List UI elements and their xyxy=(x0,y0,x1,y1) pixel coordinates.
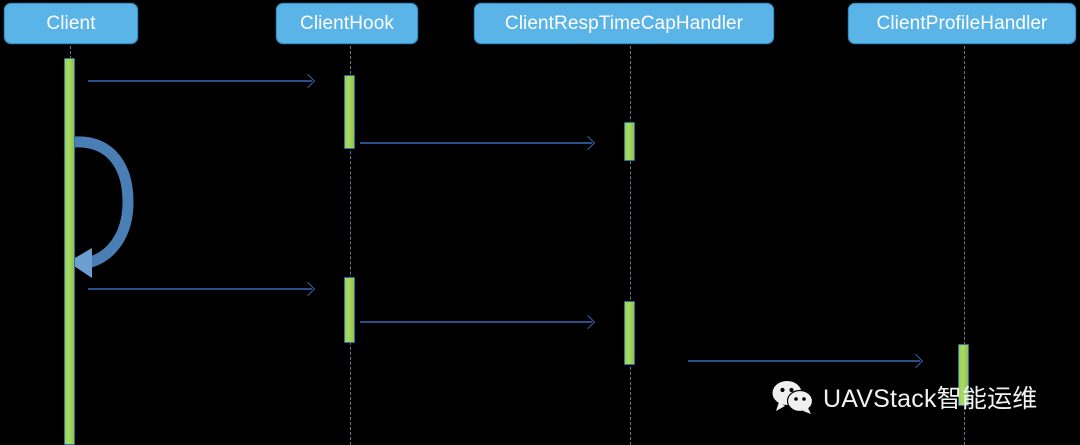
lifeline-client-hook xyxy=(350,41,351,445)
watermark-text: UAVStack智能运维 xyxy=(823,385,1038,413)
participant-client-profile-handler-label: ClientProfileHandler xyxy=(876,12,1048,34)
participant-client-hook-label: ClientHook xyxy=(300,12,394,34)
wechat-icon xyxy=(772,381,814,414)
message-client-to-client-hook-1 xyxy=(88,80,312,82)
participant-client-resp-time-cap-handler-label: ClientRespTimeCapHandler xyxy=(504,12,744,34)
activation-client-resp-time-cap-handler-2 xyxy=(624,301,635,365)
message-client-hook-to-client-resp-time-cap-handler-1 xyxy=(360,142,592,144)
message-client-resp-time-cap-handler-to-client-profile-handler xyxy=(688,360,920,362)
lifeline-client-profile-handler xyxy=(964,41,965,445)
activation-client-hook-2 xyxy=(344,277,355,343)
activation-client xyxy=(64,58,75,445)
participant-client-resp-time-cap-handler[interactable]: ClientRespTimeCapHandler xyxy=(474,3,774,44)
participant-client[interactable]: Client xyxy=(4,3,138,44)
activation-client-resp-time-cap-handler-1 xyxy=(624,122,635,161)
activation-client-profile-handler-1 xyxy=(958,344,969,406)
message-client-hook-to-client-resp-time-cap-handler-2 xyxy=(360,321,592,323)
participant-client-hook[interactable]: ClientHook xyxy=(276,3,418,44)
participant-client-label: Client xyxy=(46,12,96,34)
watermark: UAVStack智能运维 xyxy=(772,379,1037,415)
participant-client-profile-handler[interactable]: ClientProfileHandler xyxy=(848,3,1076,44)
lifeline-client-resp-time-cap-handler xyxy=(630,41,631,445)
activation-client-hook-1 xyxy=(344,75,355,149)
client-self-message-arrow xyxy=(68,136,134,278)
message-client-to-client-hook-2 xyxy=(88,288,312,290)
